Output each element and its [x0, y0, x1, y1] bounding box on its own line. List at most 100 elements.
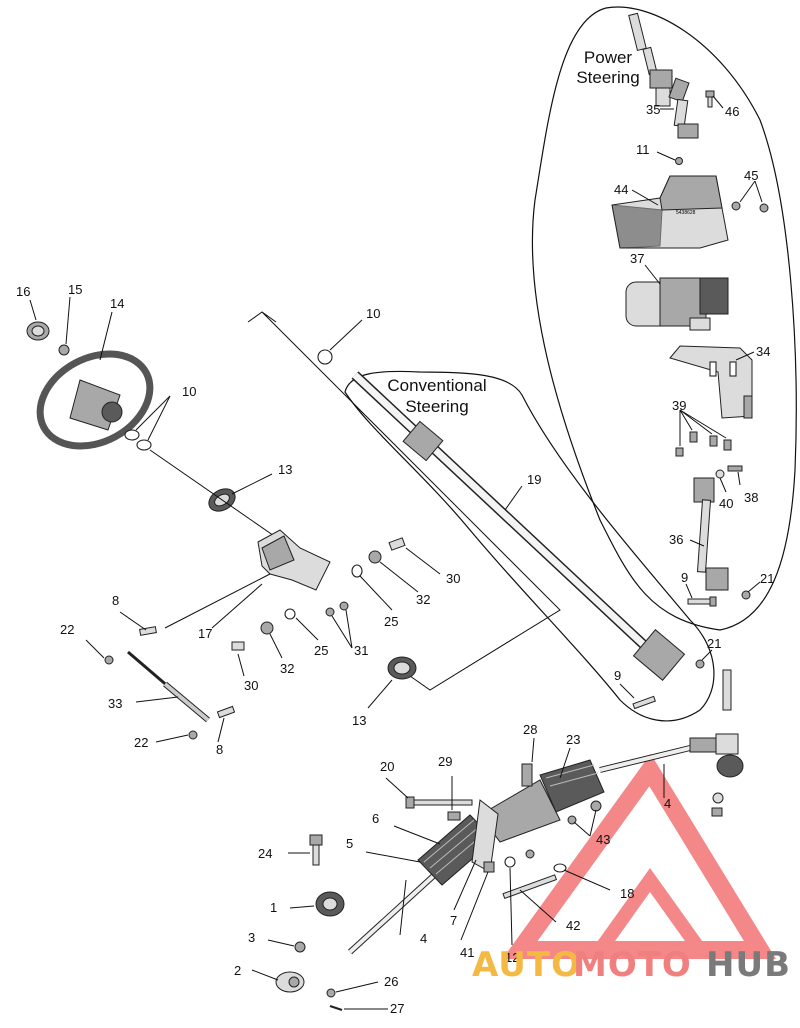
washer-25-right [351, 564, 363, 578]
callout-38: 38 [744, 490, 758, 505]
tie-rod-end-2 [275, 971, 305, 993]
cotter-pin-27 [329, 1005, 343, 1011]
bolt-20 [405, 796, 473, 809]
callout-1: 1 [270, 900, 277, 915]
callout-3: 3 [248, 930, 255, 945]
tie-rod-end-right [689, 669, 744, 817]
leader-lines [29, 95, 763, 1010]
conventional-steering-title-line1: Conventional [387, 376, 486, 395]
callout-37: 37 [630, 251, 644, 266]
bolt-29 [447, 811, 461, 821]
callout-35: 35 [646, 102, 660, 117]
callout-26: 26 [384, 974, 398, 989]
bolt-24 [309, 834, 323, 866]
watermark-moto: MOTO [573, 945, 692, 985]
bolt-8-upper [139, 626, 157, 636]
bolt-30-right [388, 537, 406, 551]
mount-leader [164, 573, 271, 629]
callout-27: 27 [390, 1001, 404, 1016]
steering-wheel-14 [36, 350, 154, 450]
callout-34: 34 [756, 344, 770, 359]
washer-25-left [284, 608, 296, 620]
callout-24: 24 [258, 846, 272, 861]
callout-40: 40 [719, 496, 733, 511]
callout-30-right: 30 [446, 571, 460, 586]
nut-26 [326, 988, 336, 998]
callout-22-upper: 22 [60, 622, 74, 637]
watermark-auto: AUTO [472, 945, 581, 985]
callout-41: 41 [460, 945, 474, 960]
callout-15: 15 [68, 282, 82, 297]
watermark-text: AUTO MOTO HUB [472, 945, 791, 985]
callout-25-left: 25 [314, 643, 328, 658]
callout-14: 14 [110, 296, 124, 311]
callout-4-left: 4 [420, 931, 427, 946]
callout-29: 29 [438, 754, 452, 769]
nut-21-lower [695, 659, 705, 669]
column-leader-frame [247, 311, 561, 691]
bolt-41 [483, 861, 495, 873]
nut-22-upper [104, 655, 114, 665]
callout-10-left: 10 [182, 384, 196, 399]
callout-13-upper: 13 [278, 462, 292, 477]
callout-11: 11 [636, 142, 650, 157]
callout-17: 17 [198, 626, 212, 641]
conventional-steering-outline [344, 370, 715, 722]
callout-33: 33 [108, 696, 122, 711]
callout-39: 39 [672, 398, 686, 413]
callout-7: 7 [450, 913, 457, 928]
washer-12 [504, 856, 516, 868]
callout-45: 45 [744, 168, 758, 183]
nut-22-lower [188, 730, 198, 740]
callout-labels: 35 46 11 45 44 37 34 39 38 40 36 9 21 21… [16, 102, 774, 1016]
callout-19: 19 [527, 472, 541, 487]
column-axis [149, 449, 281, 541]
callout-8-upper: 8 [112, 593, 119, 608]
nut-21-upper [741, 590, 751, 600]
power-steering-title-line2: Steering [576, 68, 639, 87]
washer-18 [553, 863, 567, 873]
lower-shaft-36 [693, 477, 729, 591]
callout-4-right: 4 [664, 796, 671, 811]
callout-32-left: 32 [280, 661, 294, 676]
callout-5: 5 [346, 836, 353, 851]
power-steering-motor-37 [625, 277, 729, 331]
bolt-9-upper [687, 596, 717, 607]
callout-9-lower: 9 [614, 668, 621, 683]
callout-31: 31 [354, 643, 368, 658]
bolt-30-left [231, 641, 245, 651]
gas-strut-33 [127, 650, 210, 723]
power-steering-title-line1: Power [584, 48, 633, 67]
callout-6: 6 [372, 811, 379, 826]
cover-44: 5438628 [611, 175, 729, 249]
watermark-hub: HUB [706, 945, 791, 985]
callout-18: 18 [620, 886, 634, 901]
callout-42: 42 [566, 918, 580, 933]
callout-28: 28 [523, 722, 537, 737]
callout-21-upper: 21 [760, 571, 774, 586]
column-mount-17 [257, 529, 331, 591]
callout-46: 46 [725, 104, 739, 119]
callout-21-lower: 21 [707, 636, 721, 651]
module-part-number: 5438628 [676, 210, 696, 216]
callout-30-left: 30 [244, 678, 258, 693]
steering-shaft-19 [351, 371, 686, 681]
bolt-9-lower [632, 695, 657, 710]
bolt-46 [705, 90, 715, 108]
callout-23: 23 [566, 732, 580, 747]
mounting-bracket-34 [669, 345, 753, 419]
rack-pinion-assembly [347, 745, 691, 955]
bolts-42 [502, 874, 558, 900]
power-steering-outline [531, 6, 797, 631]
washers-10-left [124, 429, 152, 451]
nut-11 [675, 157, 683, 165]
conventional-steering-title-line2: Steering [405, 397, 468, 416]
callout-20: 20 [380, 759, 394, 774]
callout-16: 16 [16, 284, 30, 299]
callout-44: 44 [614, 182, 628, 197]
callout-10-right: 10 [366, 306, 380, 321]
callout-8-lower: 8 [216, 742, 223, 757]
nut-3 [294, 941, 306, 953]
callout-2: 2 [234, 963, 241, 978]
